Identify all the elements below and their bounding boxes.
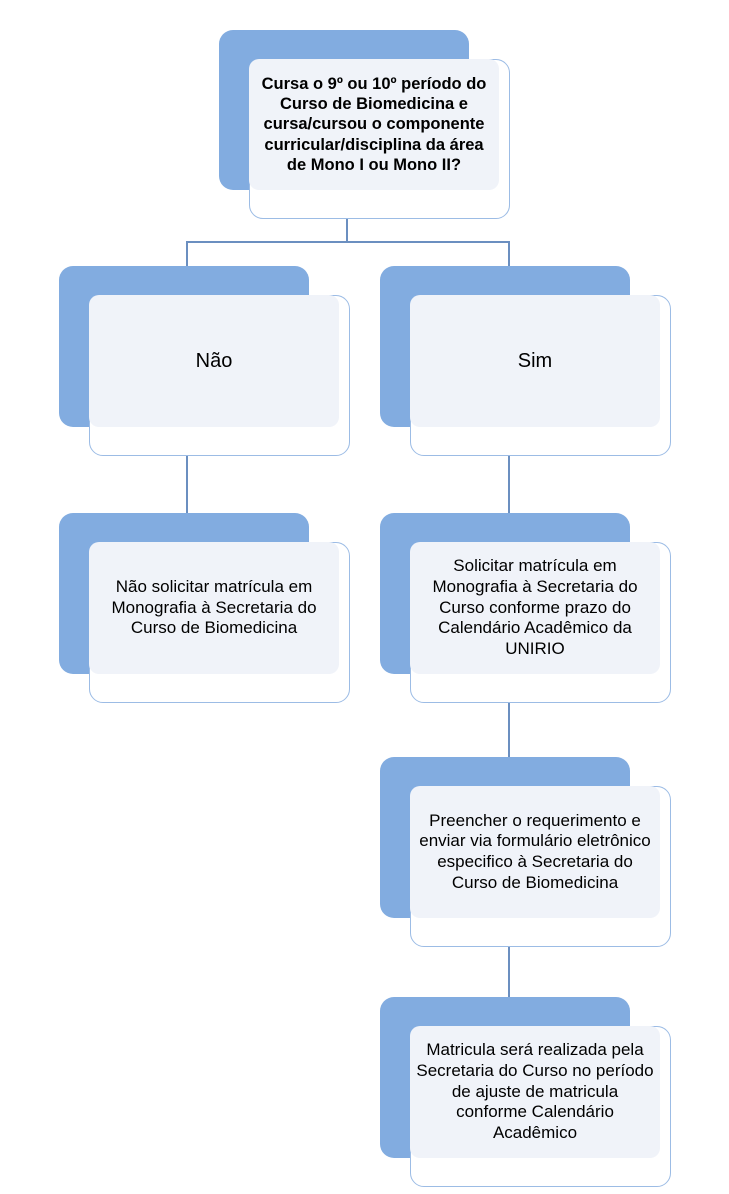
node-preencher-label: Preencher o requerimento e enviar via fo… — [410, 786, 660, 918]
node-nao-label: Não — [89, 295, 339, 427]
node-solicitar-label: Solicitar matrícula em Monografia à Secr… — [410, 542, 660, 674]
node-preencher[interactable]: Preencher o requerimento e enviar via fo… — [380, 757, 671, 947]
connector-to-sim — [508, 241, 510, 268]
node-nao-solicitar-label: Não solicitar matrícula em Monografia à … — [89, 542, 339, 674]
connector-solicitar-to-preencher — [508, 674, 510, 759]
connector-split-bus — [186, 241, 510, 243]
node-nao-solicitar[interactable]: Não solicitar matrícula em Monografia à … — [59, 513, 350, 703]
node-matricula-label: Matricula será realizada pela Secretaria… — [410, 1026, 660, 1158]
connector-nao-to-nao-solicitar — [186, 427, 188, 515]
node-solicitar[interactable]: Solicitar matrícula em Monografia à Secr… — [380, 513, 671, 703]
node-sim[interactable]: Sim — [380, 266, 671, 456]
node-matricula[interactable]: Matricula será realizada pela Secretaria… — [380, 997, 671, 1187]
node-nao[interactable]: Não — [59, 266, 350, 456]
connector-to-nao — [186, 241, 188, 268]
node-sim-label: Sim — [410, 295, 660, 427]
node-question[interactable]: Cursa o 9º ou 10º período do Curso de Bi… — [219, 30, 510, 219]
connector-sim-to-solicitar — [508, 427, 510, 515]
connector-preencher-to-matricula — [508, 918, 510, 999]
node-question-label: Cursa o 9º ou 10º período do Curso de Bi… — [249, 59, 499, 190]
